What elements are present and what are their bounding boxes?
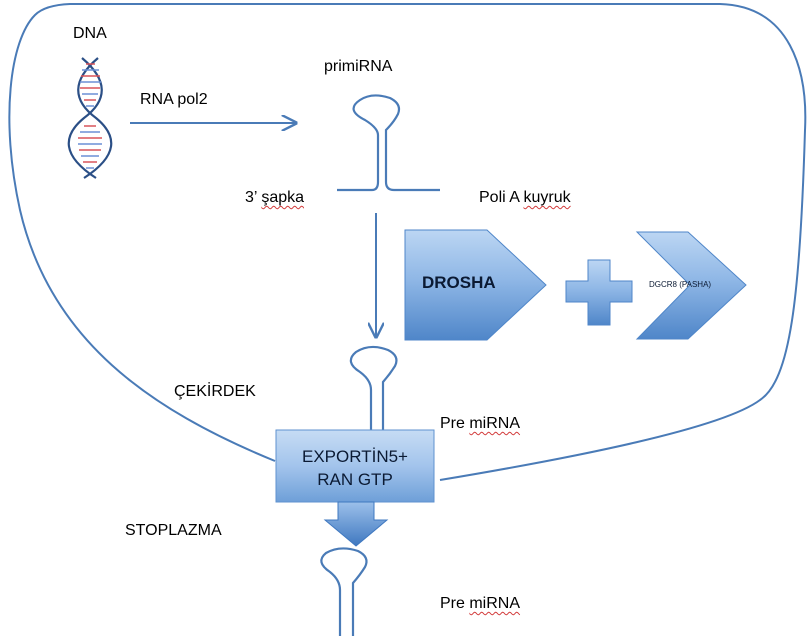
drosha-shape bbox=[404, 229, 547, 341]
primirna-label: primiRNA bbox=[324, 58, 393, 75]
polya-tail-label: Poli A kuyruk bbox=[479, 189, 571, 207]
primirna-hairpin bbox=[337, 94, 440, 192]
dna-label: DNA bbox=[73, 25, 107, 42]
cap-label-prefix: 3’ bbox=[245, 189, 262, 206]
pre-mirna-hairpin-cytoplasm bbox=[320, 547, 368, 636]
pre-mirna-hairpin-nucleus bbox=[349, 345, 398, 430]
polya-label-word: kuyruk bbox=[523, 189, 571, 206]
dgcr8-shape bbox=[635, 231, 747, 340]
export-arrow bbox=[323, 501, 389, 547]
nucleus-membrane bbox=[8, 3, 807, 481]
exportin-label-line2: RAN GTP bbox=[317, 470, 393, 489]
pre-mirna-2-prefix: Pre bbox=[440, 595, 470, 612]
pre-mirna-label-cytoplasm: Pre miRNA bbox=[440, 595, 520, 613]
exportin-box bbox=[275, 429, 435, 503]
pre-mirna-2-word: miRNA bbox=[469, 595, 521, 612]
polya-label-prefix: Poli A bbox=[479, 189, 524, 206]
dgcr8-label: DGCR8 (PASHA) bbox=[649, 280, 712, 289]
cytoplasm-label: STOPLAZMA bbox=[125, 522, 222, 539]
exportin-label-line1: EXPORTİN5+ bbox=[302, 447, 408, 466]
nucleus-label: ÇEKİRDEK bbox=[174, 383, 256, 400]
cap-label-word: şapka bbox=[261, 189, 305, 206]
dna-helix-icon bbox=[67, 57, 113, 179]
cap-label: 3’ şapka bbox=[245, 189, 304, 207]
rna-pol2-label: RNA pol2 bbox=[140, 91, 208, 108]
drosha-label: DROSHA bbox=[422, 273, 496, 292]
plus-icon bbox=[565, 259, 633, 326]
pre-mirna-1-prefix: Pre bbox=[440, 415, 470, 432]
pre-mirna-label-nucleus: Pre miRNA bbox=[440, 415, 520, 433]
pre-mirna-1-word: miRNA bbox=[469, 415, 521, 432]
